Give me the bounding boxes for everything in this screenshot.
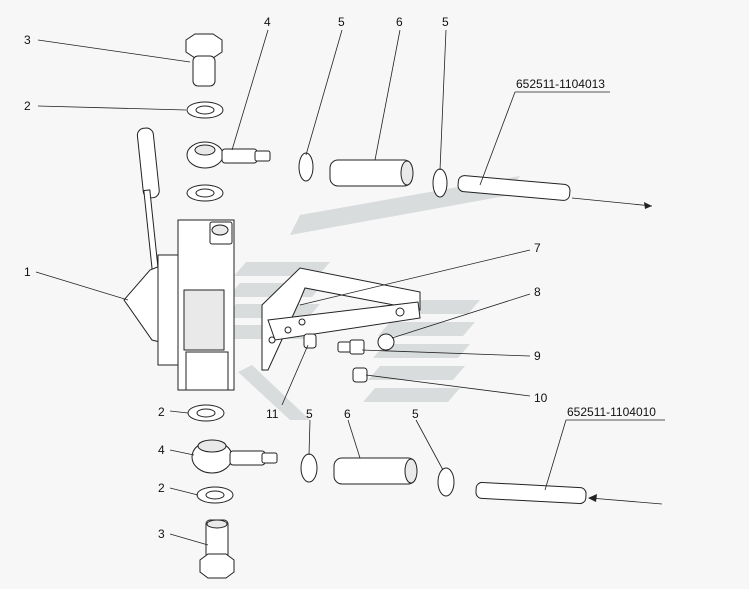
arrow-top-line — [571, 197, 653, 207]
arrow-bottom-head — [588, 494, 597, 502]
label-2-top: 2 — [24, 99, 31, 113]
part-number-bottom: 652511-1104010 — [567, 405, 656, 419]
clamp-top-a — [298, 152, 314, 182]
bolt-9 — [337, 339, 365, 355]
banjo-fitting-bottom — [191, 439, 278, 474]
label-5-bot-b: 5 — [412, 407, 419, 421]
sleeve-top-end — [400, 160, 414, 186]
label-6-bot: 6 — [344, 407, 351, 421]
leader-lines — [35, 29, 665, 546]
clamp-top-b — [432, 168, 448, 198]
label-2-mid: 2 — [158, 405, 165, 419]
sleeve-top — [329, 159, 413, 187]
banjo-fitting-top — [186, 141, 271, 169]
banjo-bolt-top — [185, 33, 223, 87]
label-8: 8 — [534, 285, 541, 299]
clamp-bottom-a — [300, 453, 318, 483]
part-number-top: 652511-1104013 — [516, 77, 605, 91]
bracket — [261, 267, 421, 371]
nut — [377, 333, 395, 351]
label-9: 9 — [534, 349, 541, 363]
washer-top-2-hole — [195, 188, 215, 198]
label-7: 7 — [534, 241, 541, 255]
bolt-10 — [352, 367, 368, 383]
bolt-11 — [303, 333, 317, 349]
label-11: 11 — [266, 407, 279, 421]
tube-bottom — [475, 481, 587, 505]
washer-mid-hole — [196, 408, 216, 418]
label-3-top: 3 — [24, 33, 31, 47]
label-10: 10 — [534, 391, 548, 405]
banjo-bolt-bottom — [199, 519, 235, 579]
tube-top — [457, 175, 571, 201]
sleeve-bottom — [333, 457, 417, 485]
washer-top-hole — [195, 105, 215, 115]
label-5-top-a: 5 — [338, 15, 345, 29]
label-4-bot: 4 — [158, 443, 165, 457]
valve-body — [123, 127, 235, 391]
label-5-bot-a: 5 — [306, 407, 313, 421]
label-6-top: 6 — [396, 15, 403, 29]
arrow-top-head — [644, 202, 652, 209]
label-1: 1 — [24, 265, 31, 279]
label-3-bot: 3 — [158, 527, 165, 541]
label-5-top-b: 5 — [442, 15, 449, 29]
washer-bottom-hole — [205, 490, 225, 500]
sleeve-bottom-end — [404, 458, 418, 484]
label-2-bot: 2 — [158, 481, 165, 495]
arrow-bottom-line — [589, 497, 663, 505]
label-4-top: 4 — [264, 15, 271, 29]
clamp-bottom-b — [437, 467, 455, 497]
